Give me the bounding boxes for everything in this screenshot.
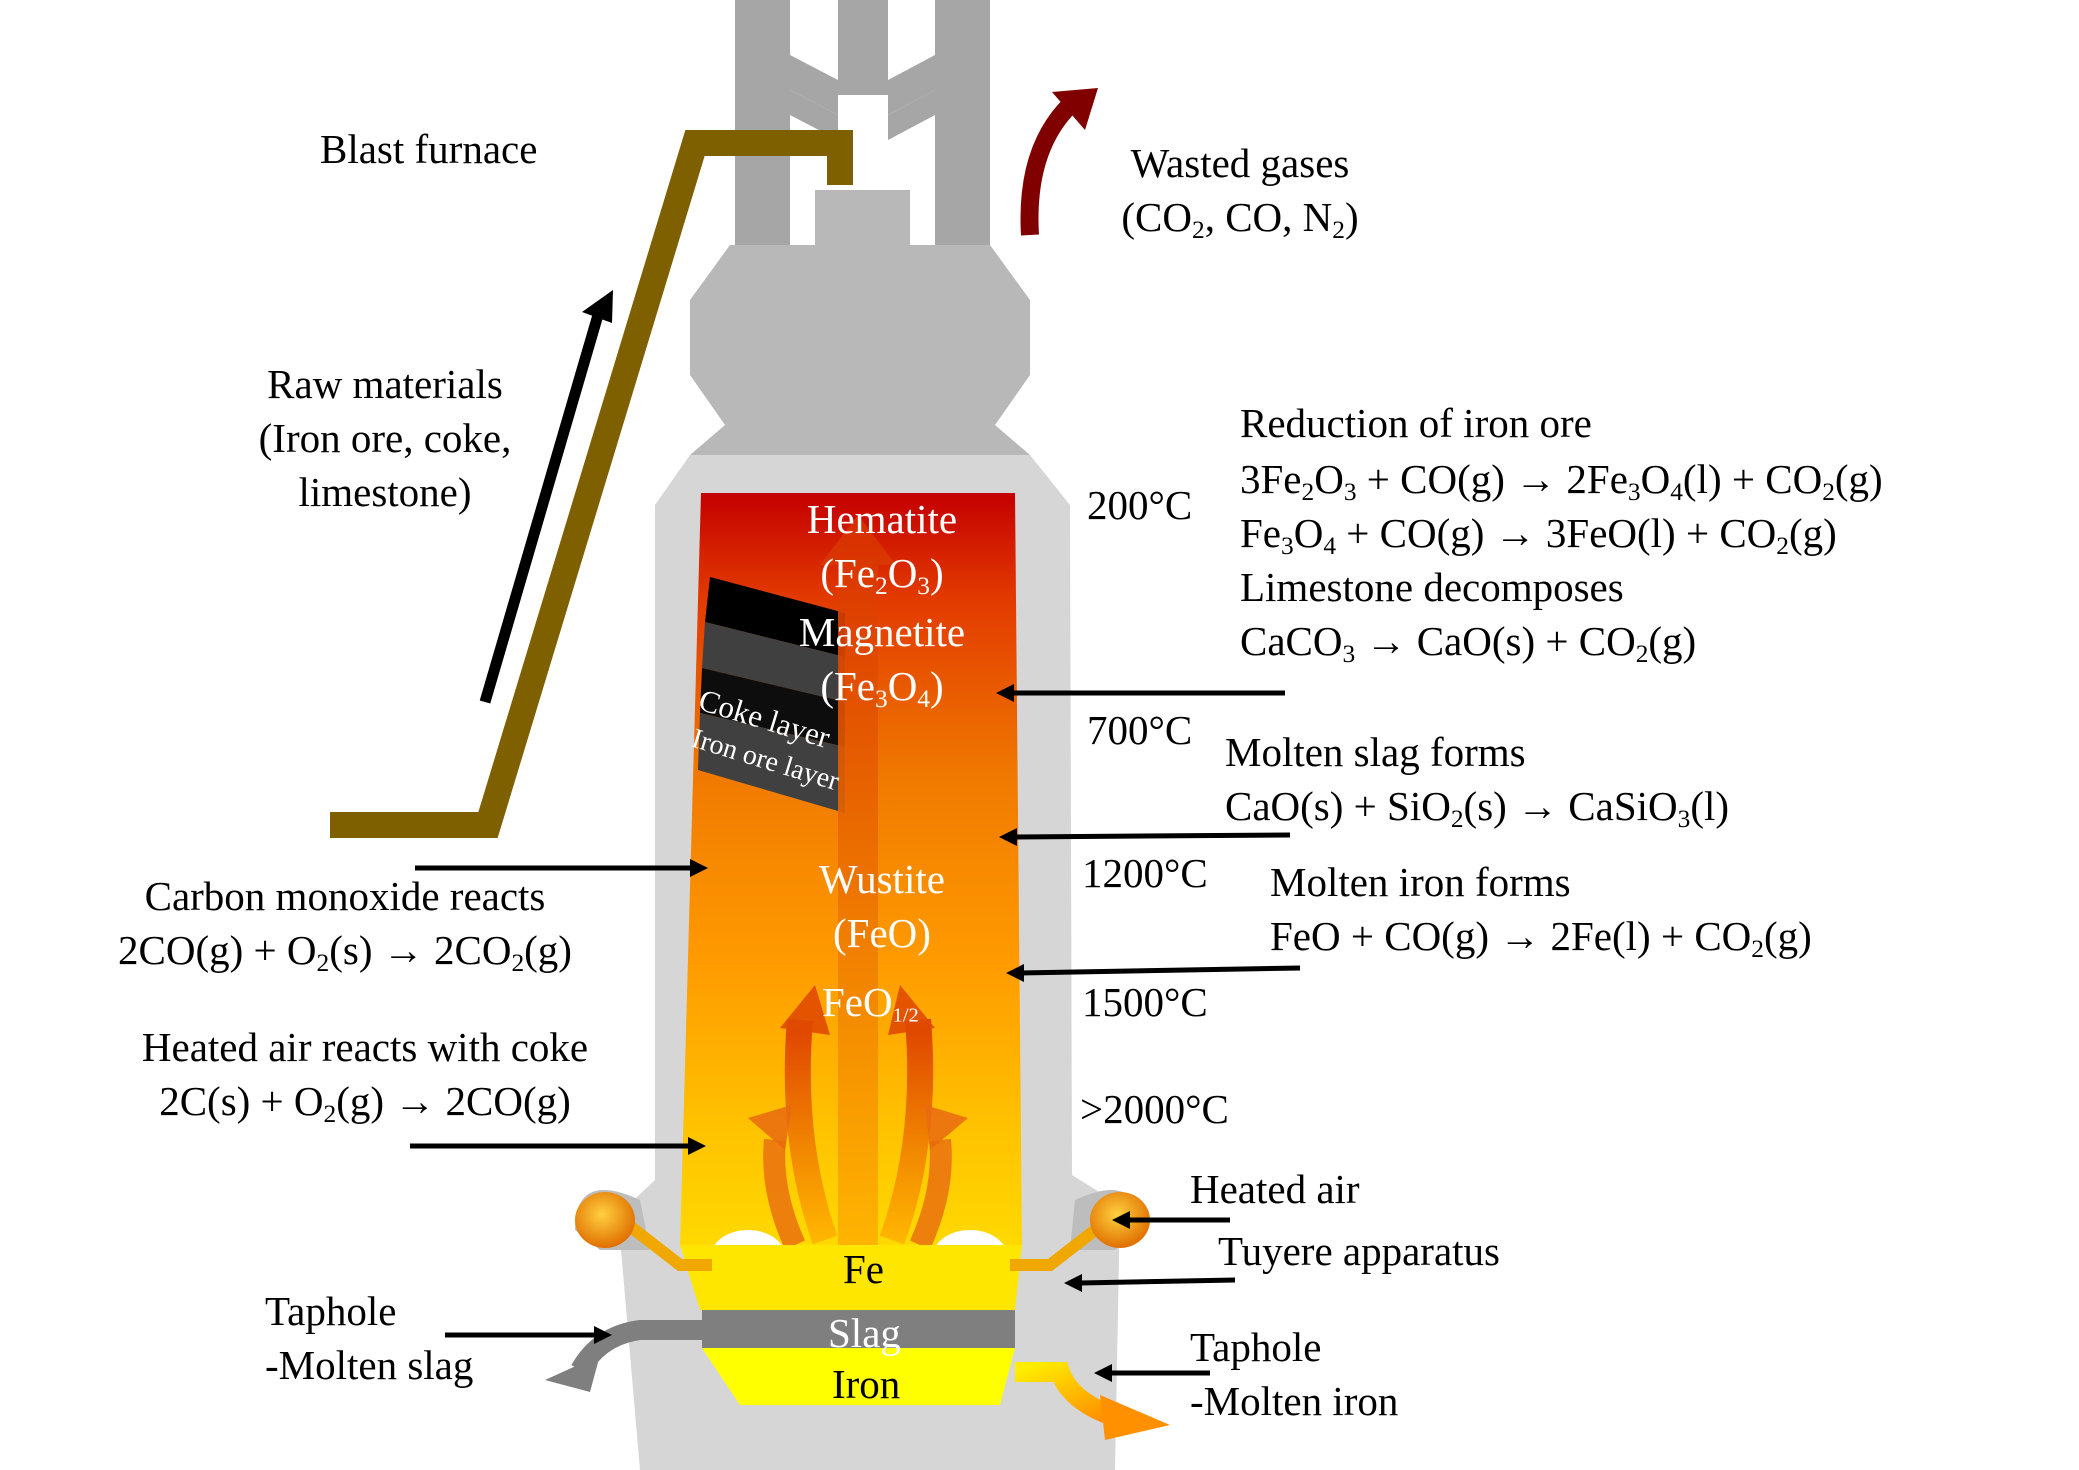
- fe-pool: [680, 1245, 1022, 1310]
- slag-outflow-arrow: [545, 1320, 705, 1392]
- air-coke-eq: 2C(s) + O2(g) → 2CO(g): [159, 1078, 571, 1129]
- temp-200: 200°C: [1087, 482, 1193, 528]
- iron-forms-title: Molten iron forms: [1270, 859, 1571, 905]
- central-flame-arrow: [820, 515, 896, 1245]
- blast-furnace-title: Blast furnace: [320, 126, 538, 172]
- fe-label: Fe: [843, 1246, 884, 1292]
- taphole-slag-line1: Taphole: [265, 1288, 397, 1334]
- raw-materials-line2: (Iron ore, coke,: [258, 415, 512, 461]
- iron-forms-block: Molten iron forms FeO + CO(g) → 2Fe(l) +…: [1270, 855, 1812, 963]
- taphole-slag-label: Taphole -Molten slag: [265, 1284, 473, 1392]
- wasted-gases-line1: Wasted gases: [1130, 140, 1350, 186]
- wasted-gases-label: Wasted gases (CO2, CO, N2): [1090, 136, 1390, 244]
- hematite-name: Hematite: [806, 496, 958, 542]
- wasted-gases-formula: (CO2, CO, N2): [1121, 194, 1359, 245]
- co-reacts-title: Carbon monoxide reacts: [144, 873, 546, 919]
- air-coke-block: Heated air reacts with coke 2C(s) + O2(g…: [105, 1020, 625, 1128]
- limestone-eq: CaCO3 → CaO(s) + CO2(g): [1240, 618, 1697, 669]
- furnace-top: [690, 190, 1030, 455]
- coke-ore-layers: [698, 577, 845, 813]
- slag-forms-eq: CaO(s) + SiO2(s) → CaSiO3(l): [1225, 783, 1730, 834]
- pointer-arrows: [410, 684, 1301, 1382]
- reduction-title: Reduction of iron ore: [1240, 400, 1592, 446]
- reduction-block: Reduction of iron ore 3Fe2O3 + CO(g) → 2…: [1240, 396, 1883, 668]
- raw-materials-line1: Raw materials: [267, 361, 503, 407]
- wustite-name: Wustite: [819, 856, 945, 902]
- tuyere-left: [575, 1192, 712, 1271]
- heated-air-label: Heated air: [1190, 1166, 1360, 1212]
- temp-1200: 1200°C: [1082, 850, 1208, 896]
- reduction-eq1: 3Fe2O3 + CO(g) → 2Fe3O4(l) + CO2(g): [1240, 456, 1883, 507]
- raw-materials-label: Raw materials (Iron ore, coke, limestone…: [230, 357, 540, 519]
- air-coke-title: Heated air reacts with coke: [141, 1024, 589, 1070]
- limestone-title: Limestone decomposes: [1240, 564, 1624, 610]
- co-reacts-eq: 2CO(g) + O2(s) → 2CO2(g): [118, 927, 572, 978]
- wasted-gas-arrow: [1020, 88, 1098, 236]
- raw-materials-line3: limestone): [298, 469, 472, 515]
- slag-label: Slag: [828, 1310, 901, 1356]
- taphole-iron-line2: -Molten iron: [1190, 1378, 1399, 1424]
- wustite-formula: (FeO): [833, 910, 931, 956]
- hematite-label: Hematite (Fe2O3): [762, 492, 1002, 600]
- flame-arrows: [748, 985, 968, 1250]
- temp-2000: >2000°C: [1080, 1086, 1229, 1132]
- slag-layer: [702, 1310, 1015, 1348]
- raw-materials-arrow: [479, 290, 613, 704]
- feo-half-label: FeO1/2: [822, 979, 919, 1027]
- slag-forms-title: Molten slag forms: [1225, 729, 1526, 775]
- iron-label: Iron: [832, 1361, 901, 1407]
- iron-outflow-arrow: [1015, 1362, 1170, 1440]
- taphole-iron-label: Taphole -Molten iron: [1190, 1320, 1398, 1428]
- temp-700: 700°C: [1087, 707, 1193, 753]
- tuyere-label: Tuyere apparatus: [1218, 1228, 1500, 1274]
- temp-1500: 1500°C: [1082, 979, 1208, 1025]
- magnetite-label: Magnetite (Fe3O4): [762, 605, 1002, 713]
- slag-forms-block: Molten slag forms CaO(s) + SiO2(s) → CaS…: [1225, 725, 1729, 833]
- reduction-eq2: Fe3O4 + CO(g) → 3FeO(l) + CO2(g): [1240, 510, 1837, 561]
- magnetite-formula: (Fe3O4): [820, 663, 944, 714]
- taphole-iron-line1: Taphole: [1190, 1324, 1322, 1370]
- iron-forms-eq: FeO + CO(g) → 2Fe(l) + CO2(g): [1270, 913, 1812, 964]
- wustite-label: Wustite (FeO): [762, 852, 1002, 960]
- chimney: [735, 0, 990, 245]
- iron-layer: [702, 1348, 1015, 1405]
- magnetite-name: Magnetite: [798, 609, 966, 655]
- taphole-slag-line2: -Molten slag: [265, 1342, 474, 1388]
- co-reacts-block: Carbon monoxide reacts 2CO(g) + O2(s) → …: [80, 869, 610, 977]
- raw-material-conveyor: [330, 130, 853, 838]
- hematite-formula: (Fe2O3): [820, 550, 944, 601]
